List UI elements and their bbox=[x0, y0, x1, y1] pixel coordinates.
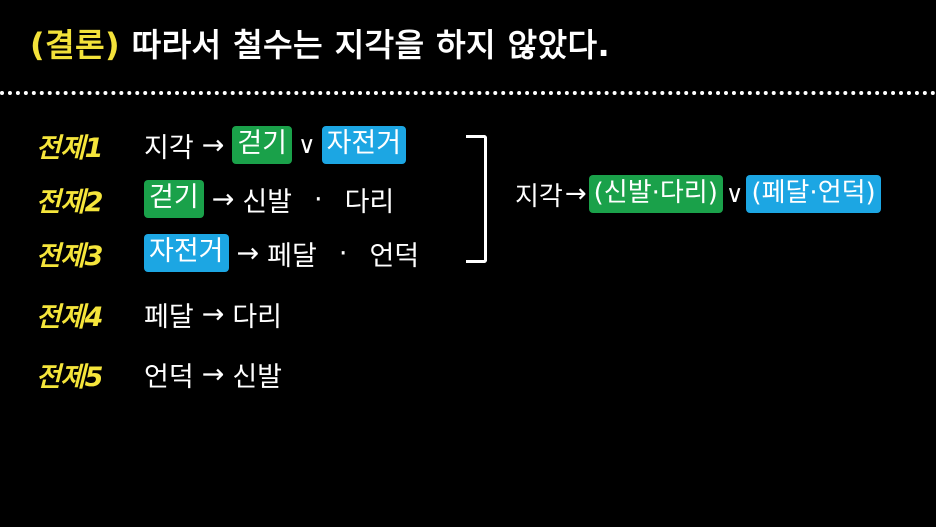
implies-arrow: → bbox=[201, 129, 225, 161]
premise-term: 지각 bbox=[144, 132, 194, 164]
or-symbol: ∨ bbox=[298, 131, 316, 159]
premise-term: 다리 bbox=[232, 301, 282, 333]
highlight-term-walking: 걷기 bbox=[232, 126, 292, 164]
implies-arrow: → bbox=[564, 179, 587, 209]
premise-term: 다리 bbox=[344, 186, 395, 218]
premise-row-2: 전제2 걷기 → 신발 · 다리 bbox=[36, 177, 394, 221]
highlight-group-shoes-legs: (신발·다리) bbox=[588, 175, 723, 213]
premise-row-1: 전제1 지각 → 걷기 ∨ 자전거 bbox=[36, 123, 407, 167]
conclusion-prefix: (결론) bbox=[30, 26, 121, 64]
premise-label: 전제5 bbox=[36, 361, 103, 393]
and-dot: · bbox=[338, 237, 348, 269]
and-dot: · bbox=[314, 183, 323, 215]
premise-label: 전제4 bbox=[36, 301, 103, 333]
premise-term: 신발 bbox=[242, 186, 292, 218]
implies-arrow: → bbox=[201, 358, 225, 390]
premise-label: 전제1 bbox=[36, 132, 103, 164]
dotted-divider bbox=[0, 91, 936, 95]
highlight-term-bicycle: 자전거 bbox=[144, 234, 229, 272]
premise-term: 페달 bbox=[267, 240, 317, 272]
premise-term: 언덕 bbox=[369, 240, 420, 272]
premise-label: 전제3 bbox=[36, 240, 103, 272]
derived-summary: 지각 → (신발·다리) ∨ (페달·언덕) bbox=[515, 171, 881, 217]
premise-row-5: 전제5 언덕 → 신발 bbox=[36, 352, 282, 396]
highlight-term-bicycle: 자전거 bbox=[321, 126, 407, 164]
premise-row-4: 전제4 페달 → 다리 bbox=[36, 292, 282, 336]
or-symbol: ∨ bbox=[725, 180, 744, 208]
premise-term: 신발 bbox=[232, 361, 282, 393]
highlight-term-walking: 걷기 bbox=[144, 180, 204, 218]
implies-arrow: → bbox=[201, 298, 225, 330]
premise-label: 전제2 bbox=[36, 186, 103, 218]
highlight-group-pedal-hill: (페달·언덕) bbox=[746, 175, 881, 213]
summary-lhs: 지각 bbox=[515, 181, 563, 212]
premise-term: 언덕 bbox=[144, 361, 194, 393]
premise-term: 페달 bbox=[144, 301, 194, 333]
implies-arrow: → bbox=[211, 183, 235, 215]
conclusion-title: (결론) 따라서 철수는 지각을 하지 않았다. bbox=[30, 20, 610, 66]
conclusion-text: 따라서 철수는 지각을 하지 않았다. bbox=[131, 26, 611, 64]
grouping-bracket bbox=[466, 135, 487, 263]
implies-arrow: → bbox=[236, 237, 260, 269]
premise-row-3: 전제3 자전거 → 페달 · 언덕 bbox=[36, 231, 419, 275]
